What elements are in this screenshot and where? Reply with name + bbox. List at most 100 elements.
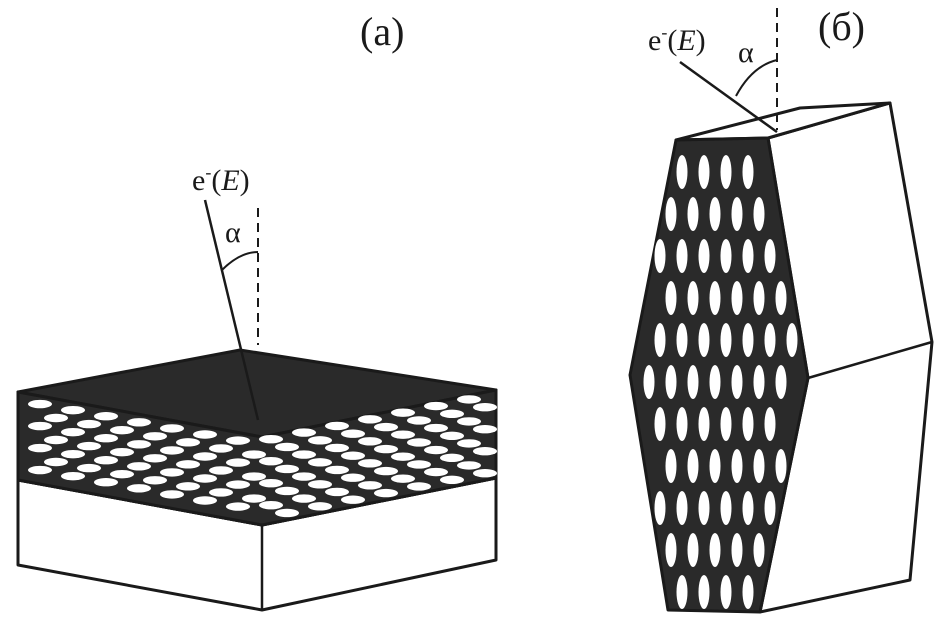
pore [742,407,754,441]
pore [160,490,184,499]
pore [160,446,184,455]
pore [242,494,266,503]
pore [358,415,382,424]
panel-a-beam-label-energy: E [220,164,239,197]
pore [193,496,217,505]
panel-a-beam-label-e: e [192,164,205,197]
panel-b-beam-label-sup: - [661,22,667,42]
pore [226,502,250,511]
pore [127,462,151,471]
pore [28,465,52,475]
pore [44,457,68,467]
pore [457,439,481,448]
pore [209,444,233,453]
pore [676,407,688,441]
pore [676,575,688,609]
pore [292,494,316,503]
pore [275,486,299,496]
pore [775,365,787,399]
pore [742,491,754,525]
pore [709,533,721,567]
panel-a-angle-arc [221,251,259,271]
pore [709,449,721,483]
pore [44,435,68,445]
pore [440,431,464,441]
pore [259,478,283,488]
pore [709,197,721,231]
pore [358,481,382,490]
pore [391,474,415,483]
pore [341,473,365,482]
pore [665,449,677,483]
pore [424,445,448,455]
pore [61,405,85,415]
pore [698,155,710,189]
pore [457,461,481,470]
pore [753,281,765,315]
pore [127,440,151,449]
pore [742,575,754,609]
pore [325,443,349,453]
pore [391,408,415,417]
pore [720,491,732,525]
pore [698,239,710,273]
pore [325,487,349,497]
pore [209,488,233,497]
pore [143,454,167,463]
pore [292,450,316,459]
pore [424,467,448,477]
pore [764,407,776,441]
pore [687,533,699,567]
pore [275,464,299,474]
pore [775,281,787,315]
pore [676,155,688,189]
pore [61,427,85,437]
panel-b-beam-label-energy: E [676,24,695,57]
pore [775,449,787,483]
pore [77,419,101,429]
pore [259,500,283,510]
pore [341,429,365,438]
pore [44,413,68,423]
panel-a-label: (a) [360,9,404,54]
pore [176,438,200,447]
pore [742,323,754,357]
pore [341,495,365,504]
pore [654,239,666,273]
pore [665,533,677,567]
pore [325,421,349,431]
pore [720,323,732,357]
pore [720,155,732,189]
pore [687,365,699,399]
pore [407,460,431,469]
pore [407,438,431,447]
pore [473,425,497,434]
pore [654,491,666,525]
pore [687,197,699,231]
pore [665,365,677,399]
pore [308,480,332,489]
panel-b-beam-label-e: e [648,24,661,57]
pore [391,452,415,461]
pore [731,365,743,399]
pore [424,423,448,433]
pore [209,466,233,475]
panel-a-pore-array [28,395,497,518]
pore [94,434,118,443]
panel-a-beam-label: e-(E) [192,162,250,197]
pore [654,407,666,441]
pore [676,239,688,273]
pore [77,463,101,473]
pore [374,422,398,432]
pore [127,484,151,493]
pore [731,197,743,231]
pore [110,425,134,435]
pore [308,436,332,445]
pore [308,502,332,511]
pore [764,491,776,525]
pore [687,281,699,315]
pore [94,456,118,465]
pore [28,399,52,409]
pore [176,460,200,469]
